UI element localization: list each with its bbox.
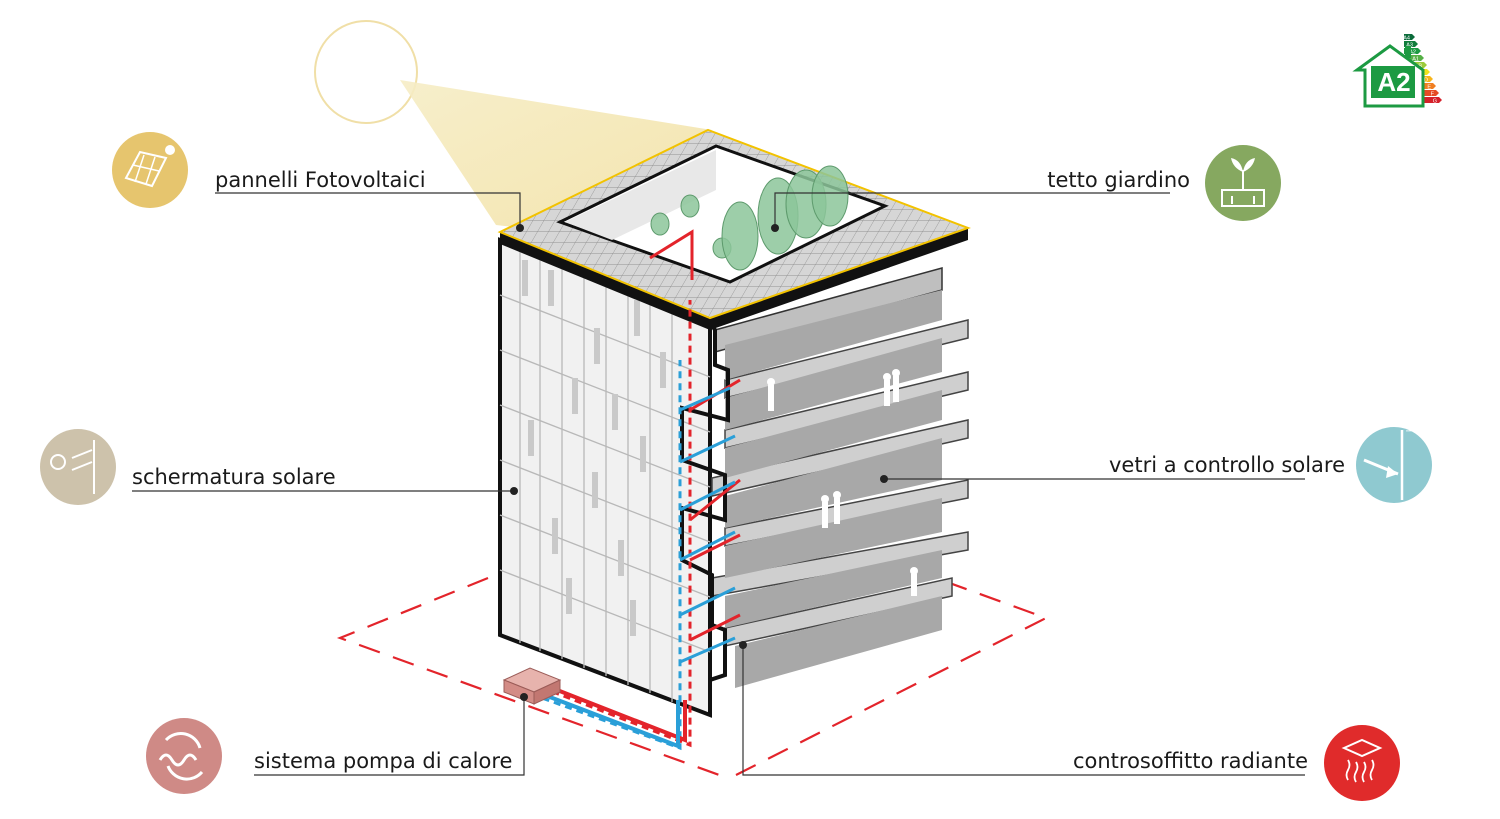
energy-rating-value: A2 bbox=[1377, 67, 1411, 97]
facade-shading-fins bbox=[499, 248, 711, 702]
facade-window-panels bbox=[522, 260, 666, 636]
solar-shading-label: schermatura solare bbox=[132, 465, 336, 489]
glass-icon-text: Indoor bbox=[1405, 409, 1414, 432]
roof-garden-trees bbox=[650, 165, 849, 271]
leader-dots bbox=[510, 224, 888, 701]
radiant-ceiling-label: controsoffitto radiante bbox=[1072, 749, 1308, 773]
energy-class-label: A2 bbox=[1409, 50, 1416, 56]
sun-shade-icon bbox=[40, 429, 116, 505]
people-silhouettes bbox=[767, 369, 918, 596]
energy-class-bar bbox=[1404, 34, 1415, 40]
photovoltaic-label: pannelli Fotovoltaici bbox=[215, 168, 426, 192]
plant-icon bbox=[1205, 145, 1281, 221]
energy-class-label: E bbox=[1427, 85, 1431, 91]
solar-panel-icon bbox=[112, 132, 188, 208]
floor-slabs bbox=[711, 267, 969, 688]
energy-class-label: A1 bbox=[1412, 57, 1419, 63]
section-outline bbox=[680, 320, 730, 715]
roof-slab-edge bbox=[500, 228, 968, 330]
energy-rating-badge: A4A3A2A1BCDEFG bbox=[1352, 34, 1442, 108]
energy-class-label: A4 bbox=[1403, 36, 1410, 42]
pipe-run bbox=[551, 686, 687, 743]
leader-lines bbox=[132, 192, 1305, 776]
glass-icon bbox=[1356, 427, 1432, 503]
pipe-run-cold bbox=[541, 692, 680, 749]
green-roof-label: tetto giardino bbox=[1047, 168, 1190, 192]
radiant-ceiling-icon bbox=[1324, 725, 1400, 801]
energy-class-label: G bbox=[1433, 99, 1437, 105]
energy-class-bar bbox=[1404, 41, 1418, 47]
energy-class-label: F bbox=[1431, 92, 1435, 98]
solar-glazing-label: vetri a controllo solare bbox=[1108, 453, 1345, 477]
sun-outline bbox=[314, 20, 418, 124]
energy-class-label: D bbox=[1424, 78, 1428, 84]
heat-pump-icon bbox=[146, 718, 222, 794]
heat-pump-label: sistema pompa di calore bbox=[254, 749, 513, 773]
energy-class-label: A3 bbox=[1406, 43, 1413, 49]
